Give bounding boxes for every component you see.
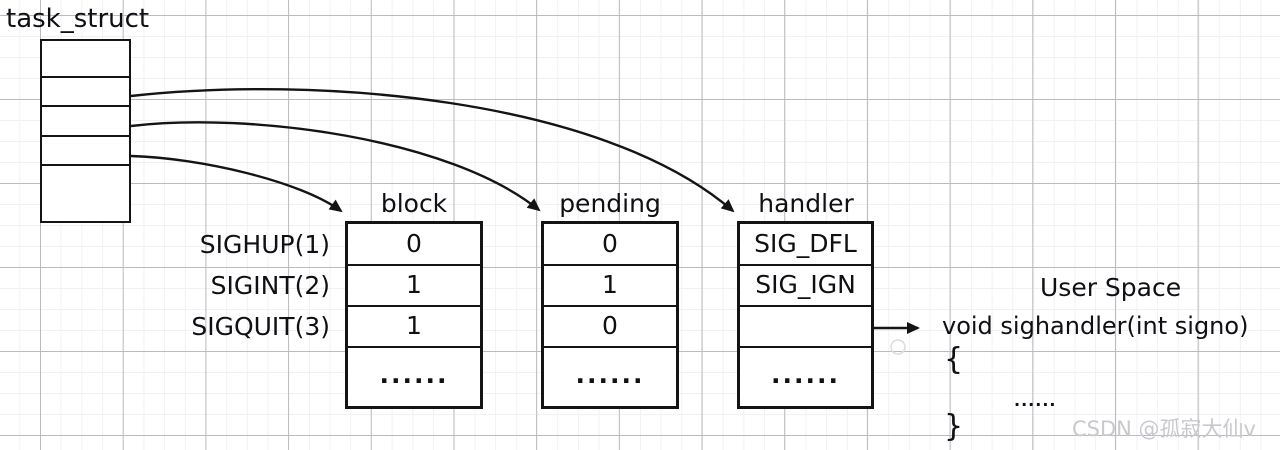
task-struct-label: task_struct <box>6 4 150 34</box>
task-struct-cell <box>42 78 129 107</box>
pending-cell: 0 <box>544 307 676 348</box>
task-struct-cell <box>42 107 129 137</box>
task-struct-cell <box>42 41 129 78</box>
task-struct-box <box>40 39 131 223</box>
pending-cell: 0 <box>544 224 676 266</box>
handler-table: SIG_DFL SIG_IGN ...... <box>737 221 874 409</box>
pending-table: 0 1 0 ...... <box>541 221 679 409</box>
user-space-heading: User Space <box>1040 273 1182 302</box>
pending-cell-ellipsis: ...... <box>544 348 676 406</box>
task-struct-cell <box>42 166 129 221</box>
watermark-circle <box>890 339 906 355</box>
block-cell: 1 <box>348 266 480 307</box>
handler-cell: SIG_IGN <box>740 266 871 307</box>
open-brace: { <box>944 342 964 377</box>
task-struct-cell <box>42 137 129 166</box>
handler-cell-empty <box>740 307 871 348</box>
pending-cell: 1 <box>544 266 676 307</box>
signal-label-sighup: SIGHUP(1) <box>199 230 330 259</box>
handler-cell: SIG_DFL <box>740 224 871 266</box>
block-cell: 1 <box>348 307 480 348</box>
handler-cell-ellipsis: ...... <box>740 348 871 406</box>
sighandler-signature: void sighandler(int signo) <box>942 312 1249 340</box>
pending-table-header: pending <box>559 189 661 218</box>
signal-label-sigint: SIGINT(2) <box>210 271 330 300</box>
block-cell: 0 <box>348 224 480 266</box>
block-table-header: block <box>380 189 448 218</box>
block-table: 0 1 1 ...... <box>345 221 483 409</box>
function-body-ellipsis: ...... <box>1014 391 1057 410</box>
handler-table-header: handler <box>758 189 854 218</box>
block-cell-ellipsis: ...... <box>348 348 480 406</box>
csdn-watermark: CSDN @孤寂大仙v <box>1072 417 1256 441</box>
close-brace: } <box>944 409 964 444</box>
signal-label-sigquit: SIGQUIT(3) <box>191 312 330 341</box>
arrow-task-to-block <box>130 154 343 213</box>
